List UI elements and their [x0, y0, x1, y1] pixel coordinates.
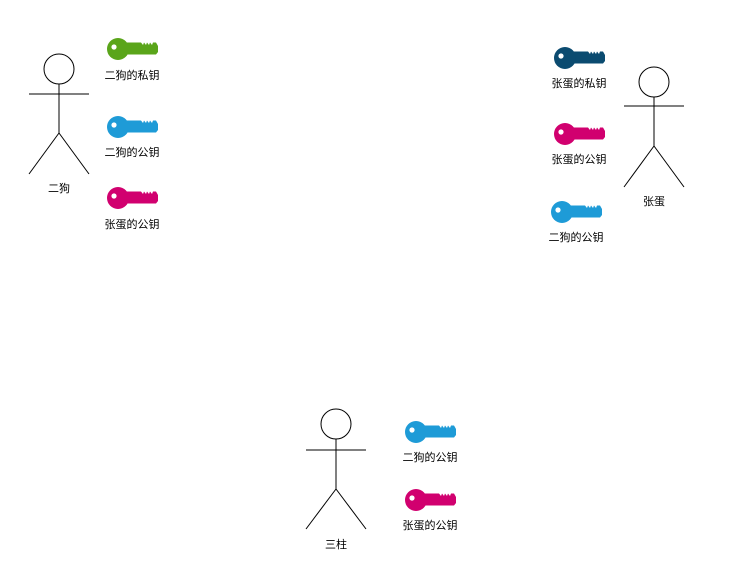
key-item: 张蛋的公钥 — [552, 123, 607, 166]
key-item: 张蛋的公钥 — [403, 489, 458, 532]
key-icon — [554, 123, 605, 145]
key-icon — [405, 421, 456, 443]
actor-zhangdan — [623, 66, 685, 188]
key-icon — [405, 489, 456, 511]
actor-right-leg — [335, 488, 367, 530]
key-icon — [551, 201, 602, 223]
key-icon — [554, 47, 605, 69]
key-label: 二狗的私钥 — [105, 68, 160, 82]
actor-right-leg — [653, 145, 685, 188]
key-label: 张蛋的公钥 — [552, 152, 607, 166]
key-icon — [107, 38, 158, 60]
key-label: 张蛋的公钥 — [403, 518, 458, 532]
key-icon — [107, 116, 158, 138]
key-label: 二狗的公钥 — [105, 145, 160, 159]
actor-sanzhu — [305, 408, 367, 530]
actor-name-label: 张蛋 — [643, 195, 665, 208]
key-item: 二狗的公钥 — [105, 116, 160, 159]
actor-head — [43, 53, 75, 85]
key-item: 张蛋的公钥 — [105, 187, 160, 231]
actor-right-leg — [58, 132, 90, 175]
key-icon — [107, 187, 158, 209]
key-item: 二狗的私钥 — [105, 38, 160, 82]
actor-ergou — [28, 53, 90, 175]
actor-head — [638, 66, 670, 98]
key-item: 二狗的公钥 — [403, 421, 458, 464]
actor-left-leg — [623, 145, 655, 188]
key-label: 张蛋的公钥 — [105, 217, 160, 231]
key-label: 二狗的公钥 — [403, 450, 458, 464]
actor-head — [320, 408, 352, 440]
actor-left-leg — [28, 132, 60, 175]
actor-name-label: 三柱 — [325, 537, 347, 551]
key-label: 张蛋的私钥 — [552, 76, 607, 90]
key-label: 二狗的公钥 — [549, 230, 604, 244]
key-item: 张蛋的私钥 — [552, 47, 607, 90]
key-item: 二狗的公钥 — [549, 201, 604, 244]
actor-left-leg — [305, 488, 337, 530]
actor-name-label: 二狗 — [48, 182, 70, 195]
